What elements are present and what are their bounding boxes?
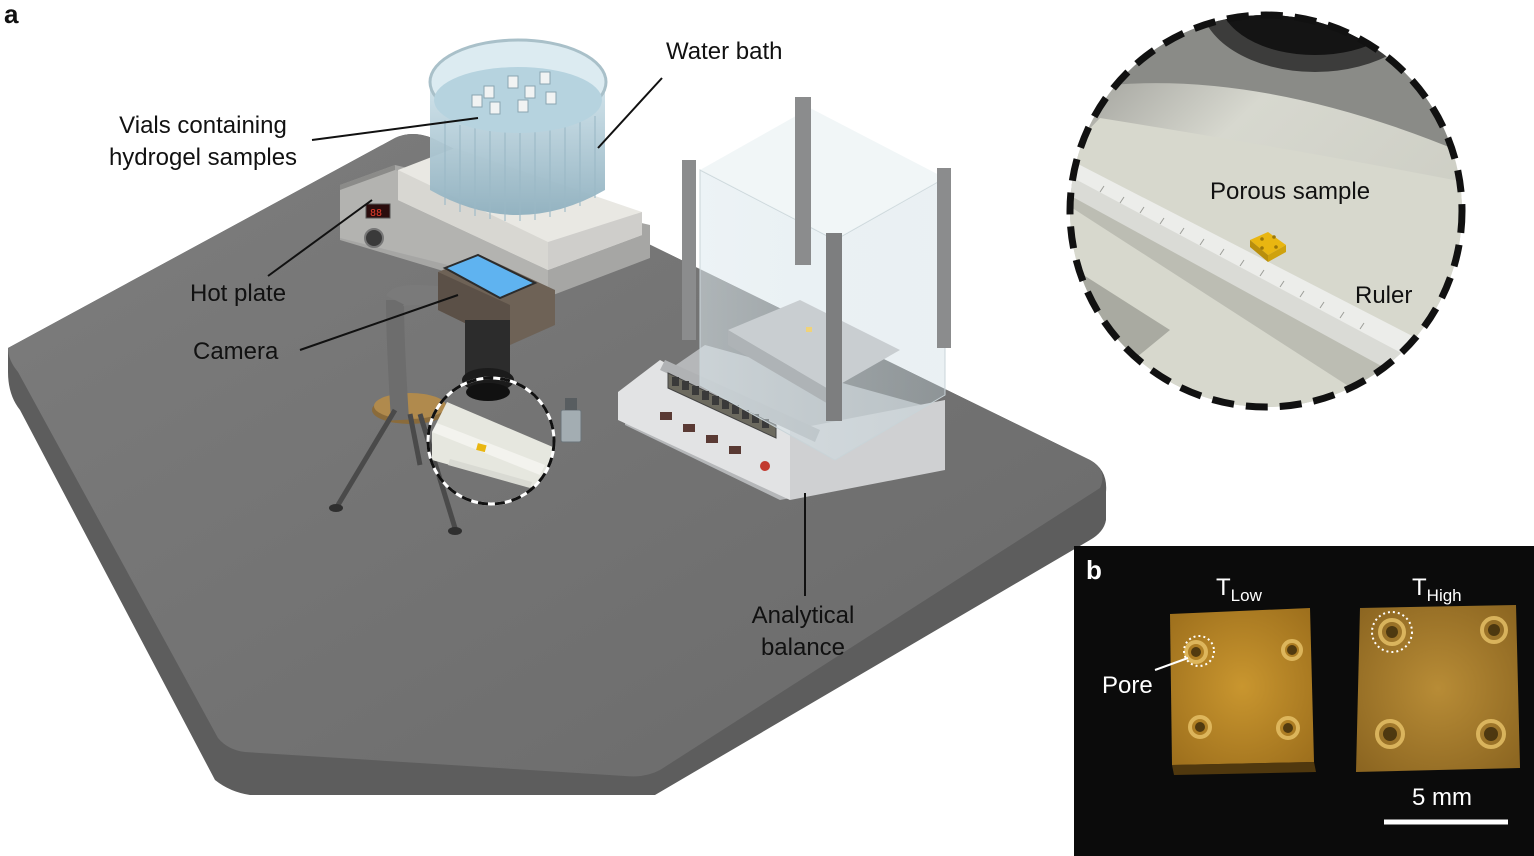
label-pore: Pore [1102, 672, 1153, 699]
small-zoom-region [426, 376, 556, 506]
camera-stand [329, 285, 472, 535]
analytical-balance [618, 97, 951, 500]
label-vials-line1: Vials containing [119, 112, 287, 139]
water-bath [428, 38, 608, 221]
panel-letter-b: b [1086, 555, 1102, 585]
label-analytical-line1: Analytical [751, 602, 855, 629]
label-scale-bar: 5 mm [1412, 784, 1472, 811]
label-analytical-line2: balance [760, 634, 846, 661]
label-vials: Vials containing hydrogel samples [96, 110, 310, 174]
photo-panel [1074, 546, 1534, 856]
label-analytical-balance: Analytical balance [730, 600, 876, 664]
label-t-low-sub: Low [1230, 586, 1262, 605]
panel-letter-a: a [4, 0, 19, 29]
label-water-bath: Water bath [666, 38, 783, 65]
label-t-high-main: T [1412, 574, 1427, 601]
zoom-inset [1066, 11, 1466, 411]
lab-table [8, 134, 1107, 795]
label-porous-sample: Porous sample [1210, 178, 1371, 205]
svg-text:88: 88 [370, 208, 382, 219]
label-t-high-sub: High [1426, 586, 1462, 605]
label-camera: Camera [193, 338, 279, 365]
label-t-low-main: T [1216, 574, 1231, 601]
vial [560, 398, 582, 443]
label-vials-line2: hydrogel samples [108, 144, 298, 171]
camera [438, 253, 555, 401]
label-ruler: Ruler [1355, 282, 1413, 309]
label-hot-plate: Hot plate [190, 280, 287, 307]
label-t-high: THigh [1412, 572, 1462, 612]
label-t-low: TLow [1216, 572, 1262, 612]
